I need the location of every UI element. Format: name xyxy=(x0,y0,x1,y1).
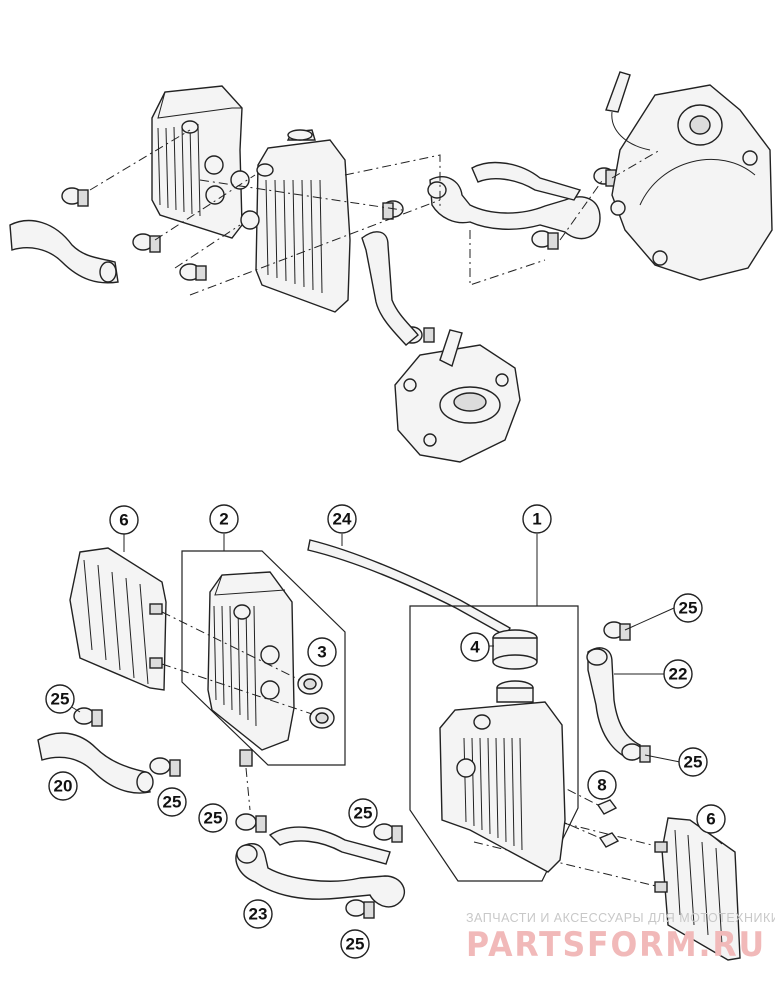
vent-tube xyxy=(307,539,511,637)
callout-1: 1 xyxy=(522,504,552,534)
svg-text:6: 6 xyxy=(119,511,128,530)
callout-25-a: 25 xyxy=(45,684,75,714)
watermark: ЗАПЧАСТИ И АКСЕССУАРЫ ДЛЯ МОТОТЕХНИКИ PA… xyxy=(466,911,775,965)
radiator-right xyxy=(439,680,566,873)
engine-cover-overview xyxy=(605,71,773,281)
radiator-guard-right xyxy=(654,817,741,961)
callout-25-d: 25 xyxy=(348,798,378,828)
hose-clamps-overview xyxy=(61,167,617,344)
svg-text:25: 25 xyxy=(163,793,182,812)
svg-text:8: 8 xyxy=(597,776,606,795)
radiator-right-group-frame xyxy=(409,605,579,882)
rubber-grommets xyxy=(297,673,335,729)
svg-text:25: 25 xyxy=(679,599,698,618)
watermark-logo: PARTSFORM.RU xyxy=(466,925,766,965)
lower-hose-overview-left xyxy=(9,219,119,284)
svg-text:25: 25 xyxy=(51,690,70,709)
svg-text:23: 23 xyxy=(249,905,268,924)
lower-hose-left xyxy=(37,732,151,794)
callout-8: 8 xyxy=(587,770,617,800)
callout-25-b: 25 xyxy=(157,787,187,817)
radiator-left-group-frame xyxy=(181,550,346,766)
callout-6-right: 6 xyxy=(696,804,726,834)
hose-clamps-detail xyxy=(73,621,651,919)
top-assembly-overview xyxy=(9,71,773,463)
watermark-tagline: ЗАПЧАСТИ И АКСЕССУАРЫ ДЛЯ МОТОТЕХНИКИ xyxy=(466,911,775,925)
radiator-guard-left xyxy=(69,547,167,691)
y-hose-overview xyxy=(429,176,601,240)
assembly-lines-overview xyxy=(89,129,661,296)
callout-25-g: 25 xyxy=(678,747,708,777)
callout-22: 22 xyxy=(663,659,693,689)
svg-text:25: 25 xyxy=(684,753,703,772)
callout-4: 4 xyxy=(460,632,490,662)
svg-text:25: 25 xyxy=(354,804,373,823)
svg-text:25: 25 xyxy=(204,809,223,828)
cylinder-head-overview xyxy=(394,329,521,463)
svg-text:24: 24 xyxy=(333,510,352,529)
upper-hose-right xyxy=(587,647,641,761)
callout-23: 23 xyxy=(243,899,273,929)
svg-text:25: 25 xyxy=(346,935,365,954)
svg-text:6: 6 xyxy=(706,810,715,829)
svg-text:1: 1 xyxy=(532,510,541,529)
callout-25-f: 25 xyxy=(673,593,703,623)
left-radiator-overview xyxy=(151,85,243,239)
callout-3: 3 xyxy=(307,637,337,667)
callouts: 1 2 3 4 6 6 8 20 22 23 24 25 25 25 25 25… xyxy=(45,504,726,959)
callout-24: 24 xyxy=(327,504,357,534)
svg-text:3: 3 xyxy=(317,643,326,662)
callout-20: 20 xyxy=(48,771,78,801)
cylinder-hose-overview xyxy=(361,231,419,346)
right-radiator-overview xyxy=(230,129,351,313)
svg-text:4: 4 xyxy=(470,638,480,657)
svg-text:2: 2 xyxy=(219,510,228,529)
radiator-cap xyxy=(492,629,538,670)
callout-6-left: 6 xyxy=(109,505,139,535)
callout-2: 2 xyxy=(209,504,239,534)
mounting-bolts xyxy=(596,799,620,848)
callout-25-c: 25 xyxy=(198,803,228,833)
callout-25-e: 25 xyxy=(340,929,370,959)
y-hose xyxy=(235,826,405,908)
svg-text:20: 20 xyxy=(54,777,73,796)
radiator-left xyxy=(207,571,295,767)
svg-text:22: 22 xyxy=(669,665,688,684)
